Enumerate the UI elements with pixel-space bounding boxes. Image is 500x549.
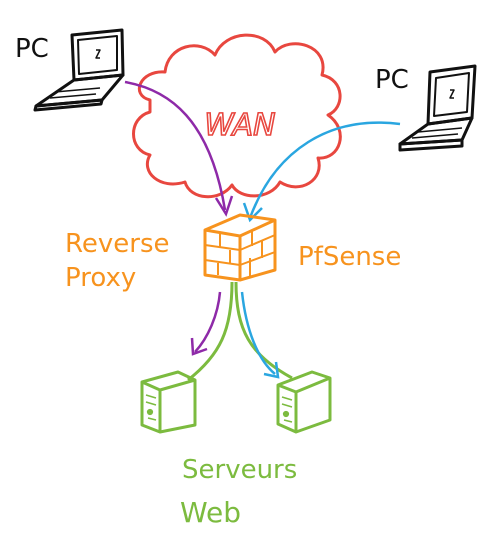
arrow-head-purple-2 — [190, 337, 208, 356]
pc-right-label: PC — [375, 65, 409, 95]
arrow-right-pc-to-firewall — [248, 121, 401, 219]
arrow-left-pc-to-firewall — [124, 80, 227, 211]
arrow-head-purple-1 — [214, 195, 234, 217]
laptop-left-icon — [33, 28, 125, 112]
arrow-head-blue-2 — [263, 361, 280, 379]
servers-label-line2: Web — [180, 496, 241, 529]
laptop-right-icon — [398, 64, 477, 152]
servers-label-line1: Serveurs — [182, 455, 297, 485]
link-firewall-to-server-left — [187, 281, 234, 382]
arrow-firewall-to-server-left — [194, 291, 222, 353]
server-right-icon — [276, 370, 332, 434]
arrow-head-blue-1 — [242, 202, 263, 223]
pc-left-label: PC — [15, 34, 49, 64]
firewall-icon — [203, 213, 277, 282]
reverse-proxy-label-line2: Proxy — [65, 263, 136, 293]
pfsense-label: PfSense — [298, 242, 401, 272]
reverse-proxy-label-line1: Reverse — [65, 229, 170, 259]
server-left-icon — [140, 370, 197, 434]
arrow-firewall-to-server-right — [240, 291, 276, 375]
wan-label: WAN — [204, 108, 275, 143]
link-firewall-to-server-right — [234, 281, 293, 380]
wan-cloud — [132, 33, 342, 199]
